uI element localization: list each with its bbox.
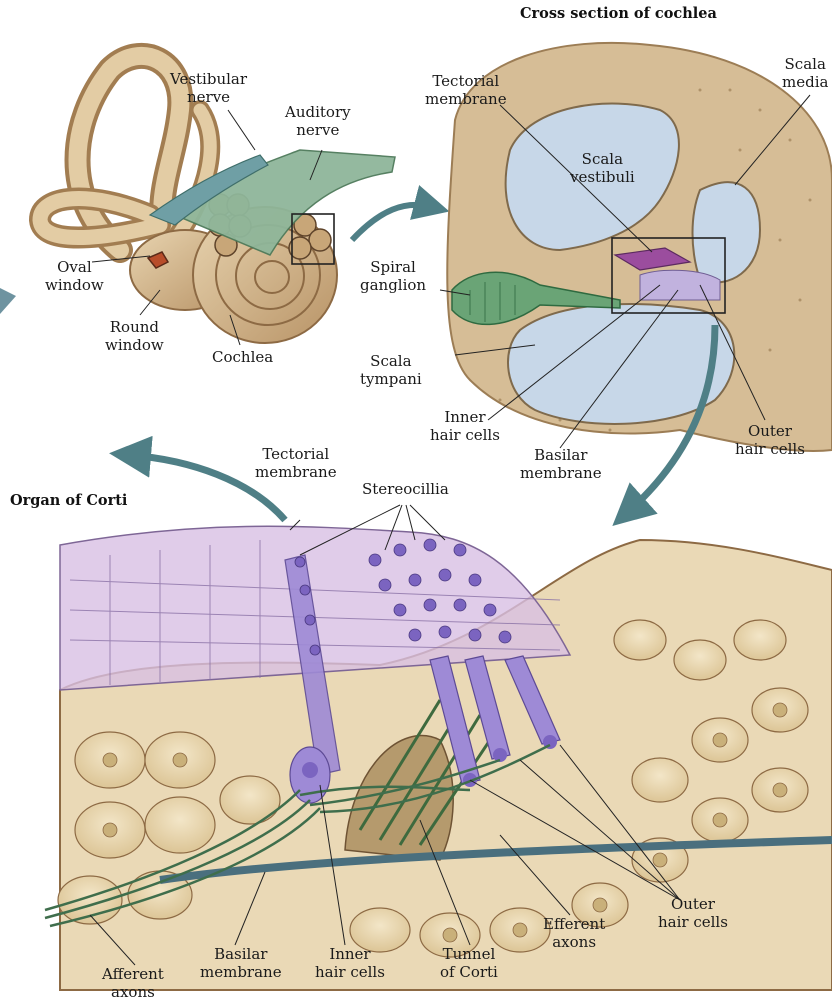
organ-of-corti-title: Organ of Corti (10, 492, 127, 509)
label-cochlea: Cochlea (212, 348, 273, 366)
cross-section-title: Cross section of cochlea (520, 5, 717, 22)
arrow-to-cross-section (352, 205, 432, 240)
label-stereocillia: Stereocillia (362, 480, 449, 498)
